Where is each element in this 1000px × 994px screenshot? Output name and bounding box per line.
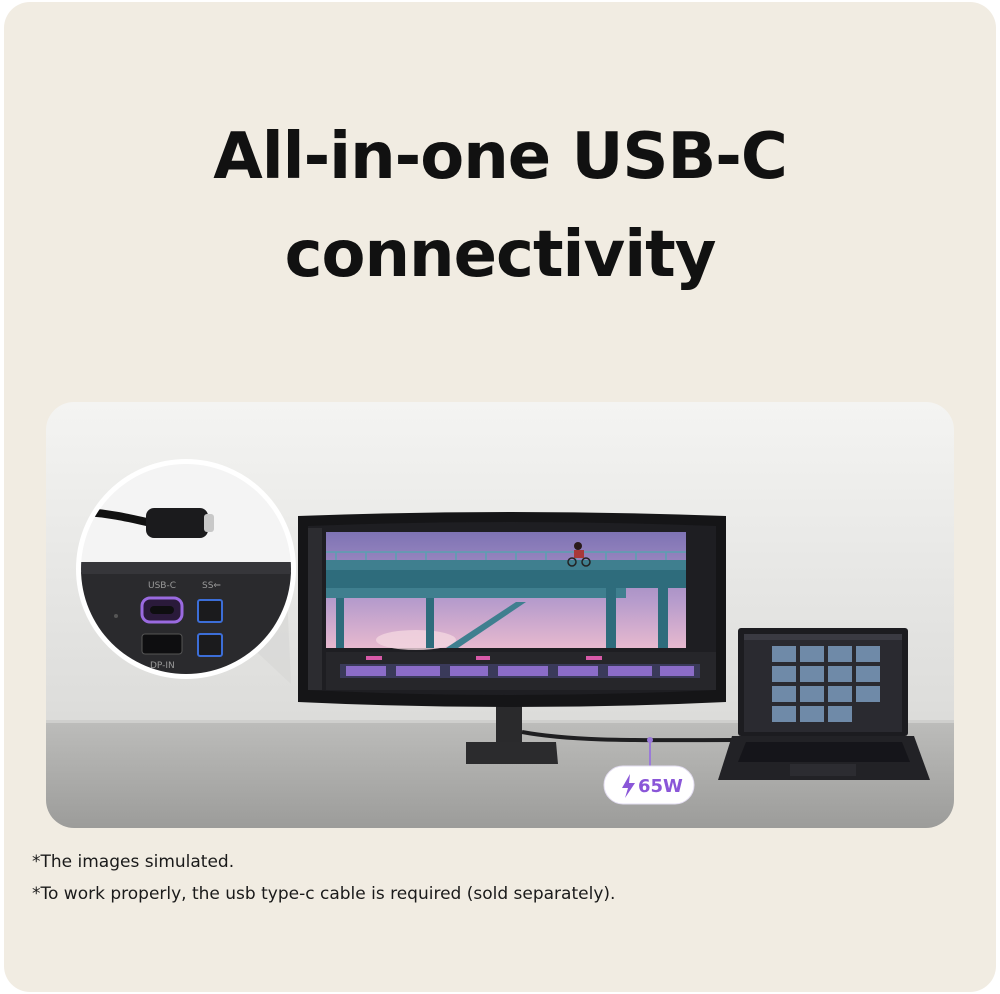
svg-text:SS⇐: SS⇐ — [202, 581, 221, 591]
laptop — [718, 628, 930, 780]
footnote-1: *The images simulated. — [32, 852, 235, 872]
badge-text: 65W — [638, 776, 683, 797]
footnote-2: *To work properly, the usb type-c cable … — [32, 884, 616, 904]
headline-line-1: All-in-one USB-C — [213, 120, 788, 194]
svg-text:USB-C: USB-C — [148, 581, 176, 591]
headline: All-in-one USB-C connectivity — [0, 108, 1000, 304]
usb-c-cable — [521, 730, 737, 743]
monitor-stand — [466, 702, 558, 764]
headline-line-2: connectivity — [284, 218, 717, 292]
port-callout: USB-C SS⇐ DP-IN — [76, 459, 296, 679]
dp-in-label: DP-IN — [150, 661, 175, 671]
power-badge: 65W — [603, 765, 695, 805]
lightning-icon — [622, 774, 635, 798]
usb-c-plug — [146, 508, 208, 538]
product-photo: 65W USB-C SS⇐ — [46, 402, 954, 828]
curved-monitor — [298, 512, 726, 707]
